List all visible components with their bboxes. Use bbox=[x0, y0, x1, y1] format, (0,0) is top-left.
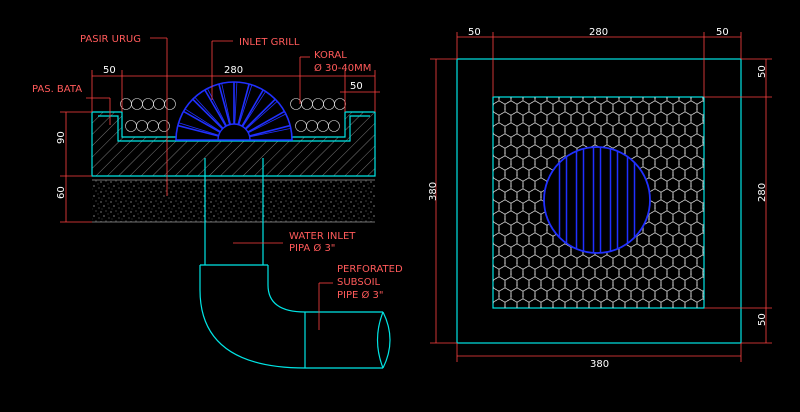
dim-section-vert-upper: 90 bbox=[56, 131, 67, 144]
dim-plan-top-mid: 280 bbox=[589, 27, 608, 38]
water-inlet-pipe bbox=[199, 158, 391, 369]
inlet-grill-dome bbox=[175, 81, 293, 141]
plan-gravel-fill bbox=[493, 97, 704, 308]
section-leaders bbox=[86, 37, 333, 330]
plan-view: 50 280 50 380 380 50 280 50 bbox=[428, 27, 772, 370]
label-pasir-urug: PASIR URUG bbox=[80, 34, 141, 45]
dim-plan-top-left: 50 bbox=[468, 27, 481, 38]
section-dimensions bbox=[60, 70, 380, 223]
plan-outer-frame bbox=[456, 58, 742, 344]
dim-plan-left: 380 bbox=[428, 182, 439, 201]
label-inlet-grill: INLET GRILL bbox=[239, 37, 300, 48]
dim-section-top-right: 50 bbox=[350, 81, 363, 92]
label-subsoil-pipe: PIPE Ø 3" bbox=[337, 289, 384, 301]
dim-plan-top-right: 50 bbox=[716, 27, 729, 38]
dim-section-top-left: 50 bbox=[103, 65, 116, 76]
gravel-fill bbox=[120, 98, 346, 132]
section-view: PASIR URUG INLET GRILL KORAL Ø 30-40MM P… bbox=[32, 34, 403, 369]
dim-plan-right-bottom: 50 bbox=[757, 313, 768, 326]
label-koral: KORAL bbox=[314, 50, 347, 61]
label-pas-bata: PAS. BATA bbox=[32, 84, 82, 95]
dim-section-vert-lower: 60 bbox=[56, 186, 67, 199]
dim-plan-right-top: 50 bbox=[757, 65, 768, 78]
sand-bed bbox=[92, 180, 375, 222]
label-water-inlet: WATER INLET bbox=[289, 231, 356, 242]
label-subsoil: SUBSOIL bbox=[337, 277, 381, 288]
dim-plan-bottom: 380 bbox=[590, 359, 609, 370]
plan-inlet-grill bbox=[543, 146, 651, 254]
label-koral-size: Ø 30-40MM bbox=[314, 62, 371, 74]
plan-dimensions bbox=[430, 32, 772, 362]
dim-plan-right-mid: 280 bbox=[757, 183, 768, 202]
label-water-inlet-pipe: PIPA Ø 3" bbox=[289, 242, 335, 254]
label-perforated: PERFORATED bbox=[337, 264, 403, 275]
dim-section-top-mid: 280 bbox=[224, 65, 243, 76]
